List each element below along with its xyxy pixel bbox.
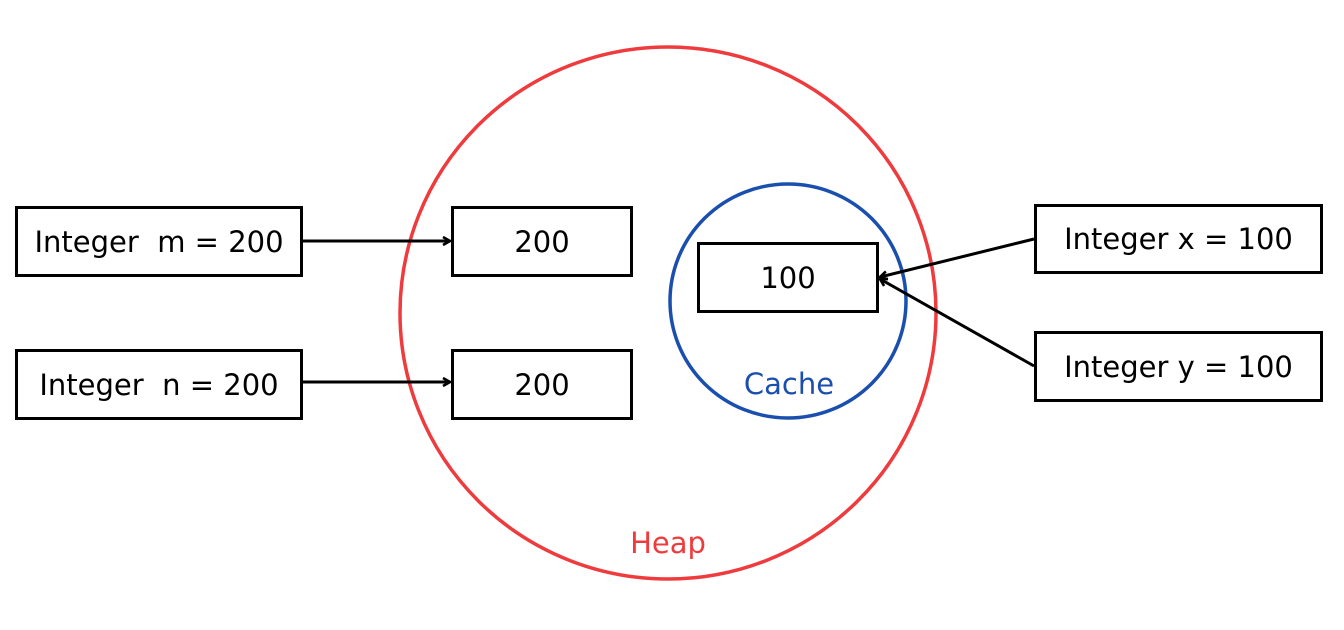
declaration-n-label: Integer n = 200 xyxy=(39,367,279,402)
arrow-y-to-cache-object xyxy=(880,279,1035,368)
heap-object-n-value: 200 xyxy=(514,367,570,402)
heap-object-m-box: 200 xyxy=(451,206,633,277)
heap-circle xyxy=(398,45,938,581)
cache-circle xyxy=(668,182,908,420)
declaration-x-label: Integer x = 100 xyxy=(1064,222,1293,256)
declaration-m-box: Integer m = 200 xyxy=(15,206,303,277)
declaration-m-label: Integer m = 200 xyxy=(34,224,284,259)
heap-object-n-box: 200 xyxy=(451,349,633,420)
heap-object-m-value: 200 xyxy=(514,224,570,259)
declaration-y-label: Integer y = 100 xyxy=(1064,349,1293,384)
declaration-x-box: Integer x = 100 xyxy=(1034,204,1323,274)
declaration-y-box: Integer y = 100 xyxy=(1034,331,1323,402)
heap-label: Heap xyxy=(630,526,706,560)
arrow-x-to-cache-object xyxy=(880,237,1035,277)
declaration-n-box: Integer n = 200 xyxy=(15,349,303,420)
cache-object-box: 100 xyxy=(697,242,879,313)
cache-label: Cache xyxy=(743,367,835,401)
cache-object-value: 100 xyxy=(760,260,816,295)
